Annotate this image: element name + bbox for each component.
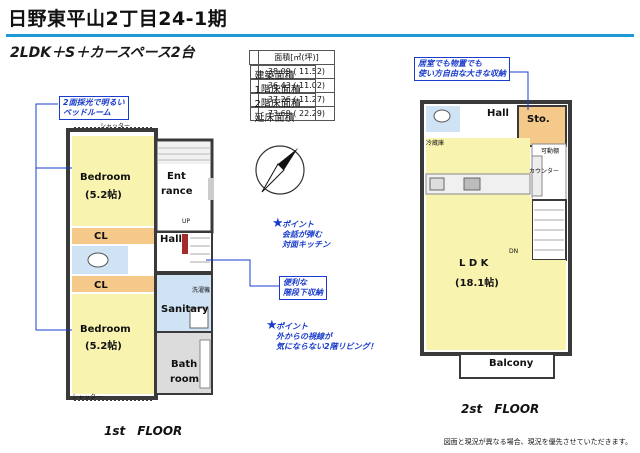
callout-living: ポイント 外からの視線が 気にならない2階リビング！ (276, 322, 378, 352)
fridge-label: 冷蔵庫 (426, 140, 445, 147)
north-compass-icon (255, 145, 305, 195)
page-title: 日野東平山2丁目24-1期 (8, 8, 228, 30)
table-row: 1階床面積 36.43 ( 11.02) (249, 78, 335, 96)
callout-line: 階段下収納 (283, 288, 323, 297)
floor2-caption: 2st FLOOR (461, 402, 540, 416)
counter-label: カウンター (529, 168, 560, 175)
callout-bedroom-light: 2面採光で明るい ベッドルーム (59, 96, 129, 120)
bedroom-bottom-label: Bedroom (80, 324, 131, 335)
floor2-plan (420, 100, 572, 379)
bath-label-2: room (170, 374, 200, 385)
floor1-caption: 1st FLOOR (104, 424, 183, 438)
stairs-up-label: UP (182, 218, 191, 225)
callout-line: 外からの視線が (276, 332, 332, 341)
ldk-label: L D K (459, 258, 489, 269)
callout-storage-room: 居室でも物置でも 使い方自由な大きな収納 (414, 57, 510, 81)
floor2-hall-label: Hall (487, 108, 509, 119)
area-table: 面積[㎡(坪)] 建築面積 38.09 ( 11.52) 1階床面積 36.43… (249, 50, 335, 124)
ldk-size: (18.1帖) (455, 278, 499, 289)
stairs-down-label: DN (509, 248, 519, 255)
sanitary-label: Sanitary (161, 304, 209, 315)
laundry-label: 洗濯機 (192, 287, 211, 294)
shelf-label: 可動棚 (541, 148, 560, 155)
callout-kitchen: ポイント 会話が弾む 対面キッチン (282, 220, 330, 250)
callout-line: 2面採光で明るい (63, 98, 125, 107)
callout-line: ベッドルーム (63, 108, 111, 117)
star-icon: ★ (266, 318, 278, 333)
entrance-label-2: rance (161, 186, 193, 197)
table-row: 建築面積 38.09 ( 11.52) (249, 64, 335, 82)
bedroom-top-size: (5.2帖) (85, 190, 122, 201)
area-row-label: 1階床面積 (249, 78, 316, 96)
bath-label-1: Bath (171, 359, 198, 370)
closet-bottom-label: CL (94, 280, 108, 291)
storage-label: Sto. (527, 114, 550, 125)
callout-line: 使い方自由な大きな収納 (418, 69, 506, 78)
callout-line: 気にならない2階リビング！ (276, 342, 378, 351)
bedroom-bottom-size: (5.2帖) (85, 341, 122, 352)
star-icon: ★ (272, 216, 284, 231)
floor1-plan (66, 127, 214, 401)
callout-line: ポイント (276, 322, 308, 331)
callout-line: 便利な (283, 278, 307, 287)
hall-label: Hall (160, 234, 182, 245)
bedroom-top-label: Bedroom (80, 172, 131, 183)
shutter-bottom-label: シャッター (72, 394, 103, 401)
callout-line: 会話が弾む (282, 230, 322, 239)
callout-stair-storage: 便利な 階段下収納 (279, 276, 327, 300)
balcony-label: Balcony (489, 358, 534, 369)
table-row: 延床面積 73.69 ( 22.29) (249, 106, 335, 124)
plan-subtitle: 2LDK＋S＋カースペース2台 (10, 45, 195, 61)
shutter-top-label: シャッター (100, 123, 131, 130)
area-row-label: 2階床面積 (249, 92, 316, 110)
closet-top-label: CL (94, 231, 108, 242)
callout-line: 対面キッチン (282, 240, 330, 249)
entrance-label-1: Ent (167, 171, 186, 182)
disclaimer-note: 図面と現況が異なる場合、現況を優先させていただきます。 (443, 438, 632, 446)
callout-line: ポイント (282, 220, 314, 229)
callout-line: 居室でも物置でも (418, 59, 482, 68)
area-row-label: 延床面積 (249, 106, 316, 124)
table-row: 2階床面積 37.26 ( 11.27) (249, 92, 335, 110)
title-divider (6, 34, 634, 37)
